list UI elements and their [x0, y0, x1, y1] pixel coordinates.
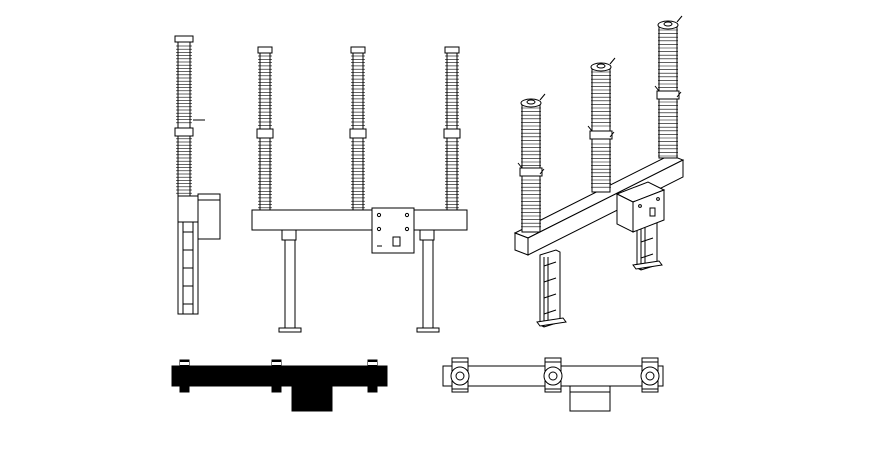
plan-flange-2	[543, 357, 563, 393]
front-left-leg	[278, 229, 302, 333]
plan-flange-1	[450, 357, 470, 393]
plan-view-outline	[442, 357, 664, 412]
front-insulator-3	[443, 46, 461, 211]
plan-flange-3	[640, 357, 660, 393]
iso-insulator-2	[587, 57, 616, 193]
iso-control-box	[615, 181, 666, 233]
iso-left-leg	[536, 249, 567, 328]
front-right-leg	[416, 229, 440, 333]
front-elevation-view	[251, 46, 468, 333]
isometric-view	[513, 15, 685, 328]
iso-insulator-1	[517, 93, 546, 233]
front-insulator-1	[256, 46, 274, 211]
front-crossbeam	[251, 209, 468, 231]
front-insulator-2	[349, 46, 367, 211]
side-elevation-view	[174, 35, 221, 315]
plan-view-filled	[171, 359, 388, 412]
front-control-box	[371, 207, 415, 254]
iso-insulator-3	[654, 15, 683, 159]
side-support-post	[177, 221, 199, 315]
side-insulator-column	[174, 35, 205, 197]
side-mounting-bracket	[177, 193, 221, 240]
